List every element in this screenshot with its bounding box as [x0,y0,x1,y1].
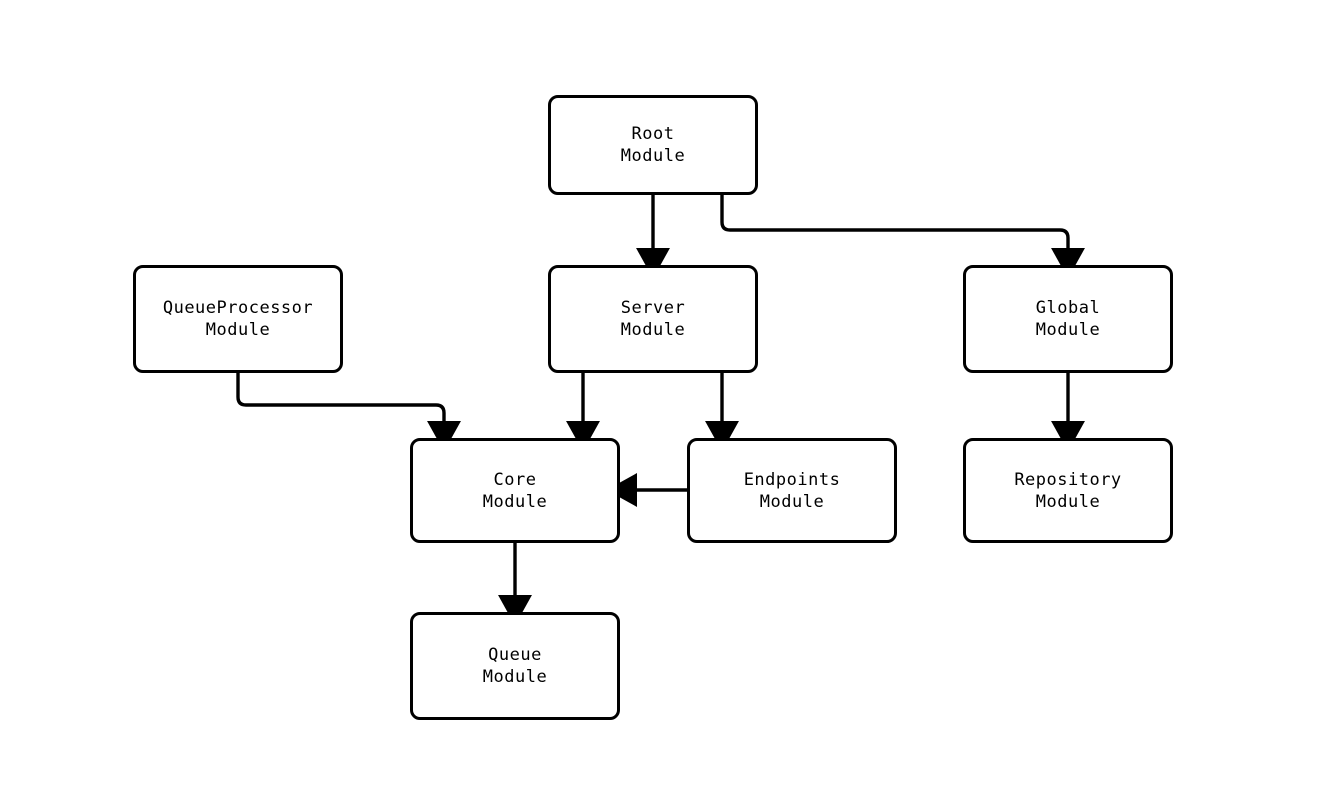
node-root-module-line1: Root [631,124,675,144]
node-queue-module[interactable]: Queue Module [410,612,620,720]
node-queueprocessor-module[interactable]: QueueProcessor Module [133,265,343,373]
node-global-module-line2: Module [1035,320,1101,340]
node-root-module-line2: Module [620,146,686,166]
node-server-module-line2: Module [620,320,686,340]
node-queue-module-line1: Queue [488,645,542,665]
node-queue-module-line2: Module [482,667,548,687]
node-endpoints-module-line2: Module [759,491,825,512]
node-queueprocessor-module-line1: QueueProcessor [162,298,314,318]
node-core-module-line2: Module [482,491,548,512]
node-repository-module[interactable]: Repository Module [963,438,1173,543]
node-core-module[interactable]: Core Module [410,438,620,543]
edge-root-to-global [720,195,1085,279]
node-endpoints-module[interactable]: Endpoints Module [687,438,897,543]
node-server-module[interactable]: Server Module [548,265,758,373]
node-global-module-line1: Global [1035,298,1101,318]
node-core-module-line1: Core [493,469,537,490]
node-repository-module-line2: Module [1035,491,1101,512]
edge-queueprocessor-to-core [236,373,461,452]
node-root-module[interactable]: Root Module [548,95,758,195]
node-queueprocessor-module-line2: Module [205,320,271,340]
node-global-module[interactable]: Global Module [963,265,1173,373]
node-endpoints-module-line1: Endpoints [743,469,841,490]
node-repository-module-line1: Repository [1014,469,1122,490]
node-server-module-line1: Server [620,298,686,318]
